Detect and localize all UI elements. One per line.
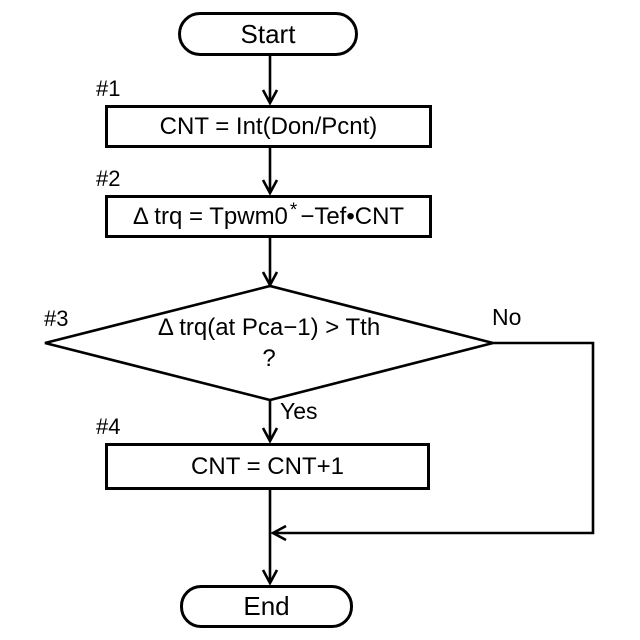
arrowhead-into-step1 [261,89,279,106]
connector-decision-no-return [275,341,595,535]
terminal-end: End [180,585,353,628]
process-step2-text-base: Δ trq = Tpwm0 [132,202,288,230]
process-step4-text: CNT = CNT+1 [191,452,344,480]
step2-number: #2 [96,166,121,191]
process-step2: Δ trq = Tpwm0*−Tef•CNT [105,195,432,238]
process-step2-text-rest: −Tef•CNT [300,202,405,230]
arrowhead-into-end [261,569,279,586]
process-step1: CNT = Int(Don/Pcnt) [105,105,432,148]
decision-step3-text: Δ trq(at Pca−1) > Tth ? [45,286,493,400]
process-step2-text: Δ trq = Tpwm0*−Tef•CNT [132,199,405,231]
step3-number: #3 [44,306,69,331]
branch-label-no: No [492,304,522,330]
process-step4: CNT = CNT+1 [105,443,430,490]
terminal-start-label: Start [240,18,296,49]
arrowhead-into-step4 [261,427,279,444]
terminal-start: Start [178,12,358,56]
arrowhead-into-step2 [261,179,279,196]
decision-condition-line2: ? [262,345,276,372]
arrowhead-no-merge [270,524,287,542]
terminal-end-label: End [243,591,290,621]
decision-condition-line1: Δ trq(at Pca−1) > Tth [157,313,381,341]
step1-number: #1 [96,76,121,101]
step4-number: #4 [96,414,121,439]
process-step2-superscript: * [289,199,298,221]
process-step1-text: CNT = Int(Don/Pcnt) [159,112,378,140]
branch-label-yes: Yes [280,398,318,424]
arrowhead-into-decision [261,271,279,288]
